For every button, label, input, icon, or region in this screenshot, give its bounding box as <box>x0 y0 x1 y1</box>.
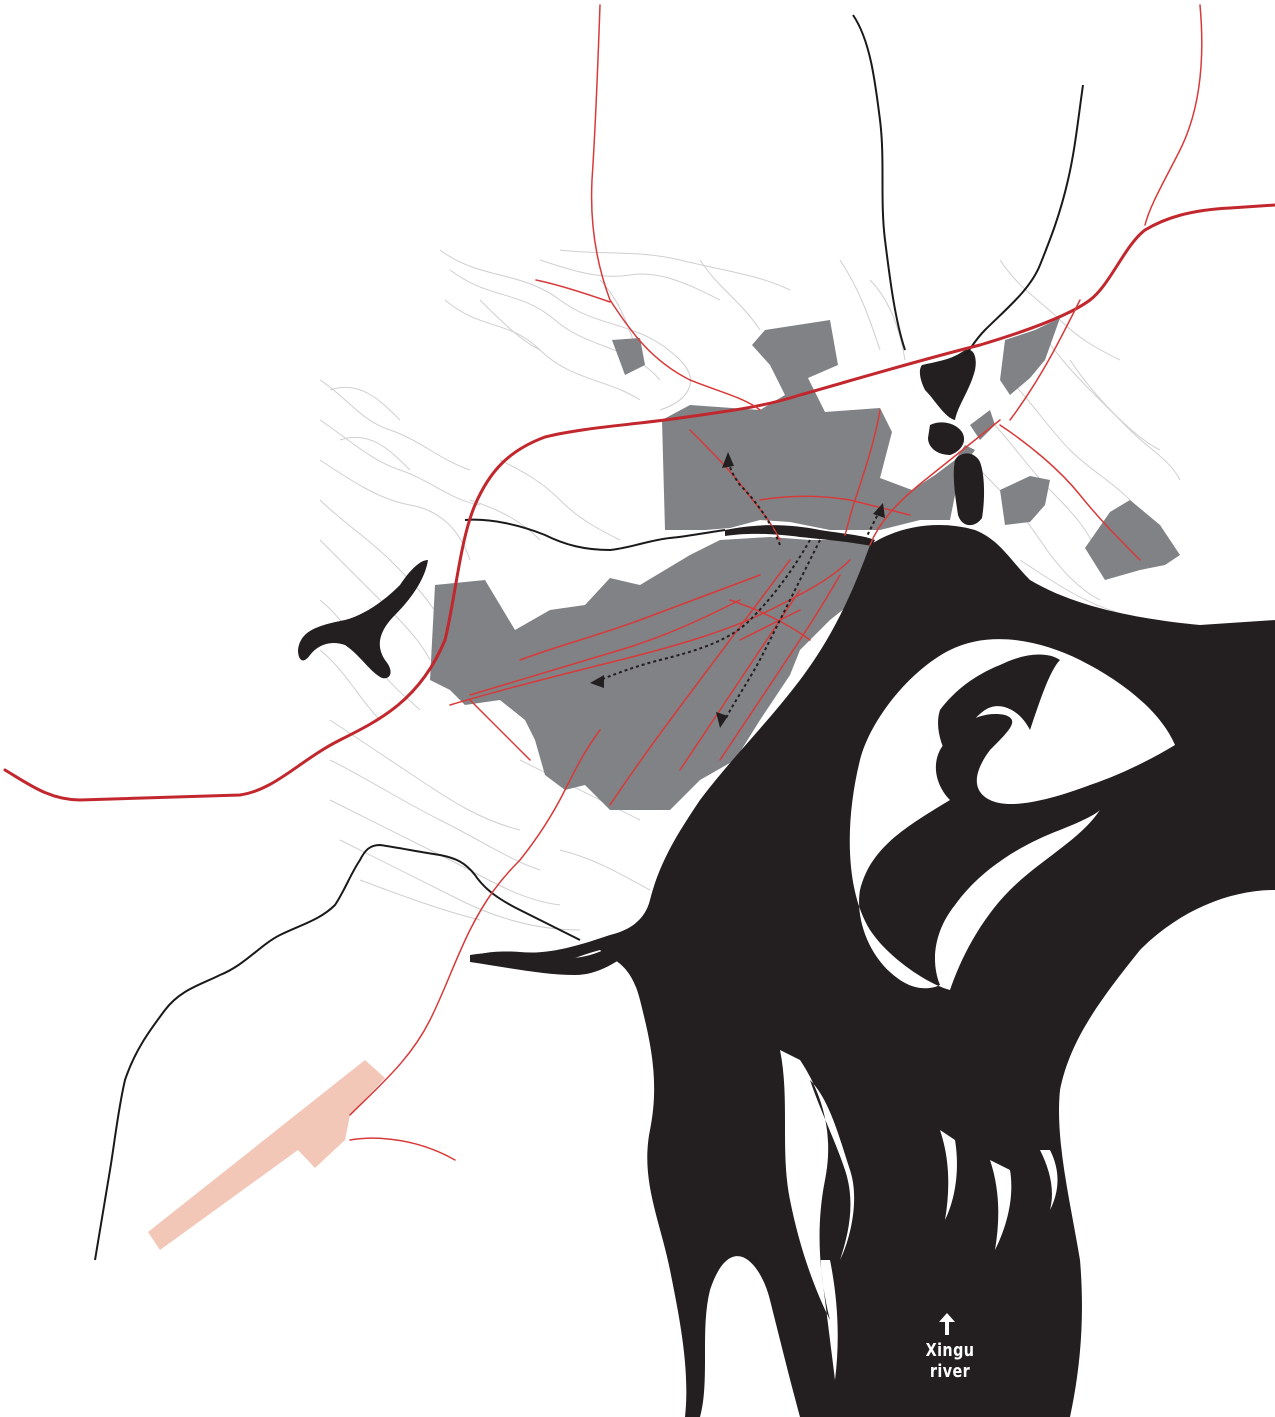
tributary-inlet <box>470 935 640 975</box>
urban-area-south <box>430 537 880 810</box>
road-city-1 <box>449 559 851 706</box>
road-city-9 <box>844 409 881 536</box>
road-city-6 <box>719 574 841 761</box>
flow-arrow-west <box>599 539 811 681</box>
road-southwest <box>349 729 601 1161</box>
urban-area-north <box>612 338 645 375</box>
road-city-11 <box>469 699 531 761</box>
urban-area-east-1 <box>1000 318 1060 395</box>
arrowhead-northeast <box>873 503 885 518</box>
river-label: Xingu river <box>925 1340 975 1382</box>
road-city-3 <box>519 574 761 661</box>
flow-arrowheads <box>590 452 885 728</box>
arrowhead-southwest <box>716 712 728 728</box>
urban-area-east-4 <box>970 410 995 440</box>
road-river <box>869 419 1001 546</box>
airport-runway <box>148 1060 385 1250</box>
urban-area-east-2 <box>1000 476 1050 525</box>
roads <box>3 4 1275 1161</box>
road-city-2 <box>469 599 741 696</box>
urban-area-east-3 <box>1085 500 1180 580</box>
lake-west <box>298 560 428 679</box>
urban-areas <box>430 318 1180 810</box>
road-east-2 <box>1009 299 1081 421</box>
lake-north-3 <box>953 453 985 526</box>
arrowhead-north <box>722 452 734 468</box>
road-north-1 <box>590 4 761 411</box>
arrowhead-west <box>590 675 604 688</box>
lake-north-1 <box>919 349 976 420</box>
road-east-1 <box>999 424 1141 561</box>
streams <box>94 14 1084 1261</box>
urban-area-center <box>662 320 975 530</box>
arrow-up-icon <box>939 1313 955 1335</box>
road-northeast <box>1144 4 1203 226</box>
water-bodies <box>298 349 1275 1417</box>
stream-north-2 <box>964 84 1084 356</box>
road-city-4 <box>609 559 791 806</box>
road-city-7 <box>729 599 811 641</box>
river-inner-arm <box>938 654 1060 760</box>
road-north-2 <box>535 279 611 303</box>
stream-southwest <box>94 843 581 1261</box>
xingu-river <box>474 525 1275 1417</box>
stream-west-city <box>464 518 726 552</box>
road-city-10 <box>759 495 911 516</box>
highway-main <box>3 203 1275 802</box>
lake-north-2 <box>928 422 965 455</box>
stream-north-1 <box>852 14 906 351</box>
flow-arrow-north <box>727 459 781 546</box>
city-channel <box>725 525 875 546</box>
